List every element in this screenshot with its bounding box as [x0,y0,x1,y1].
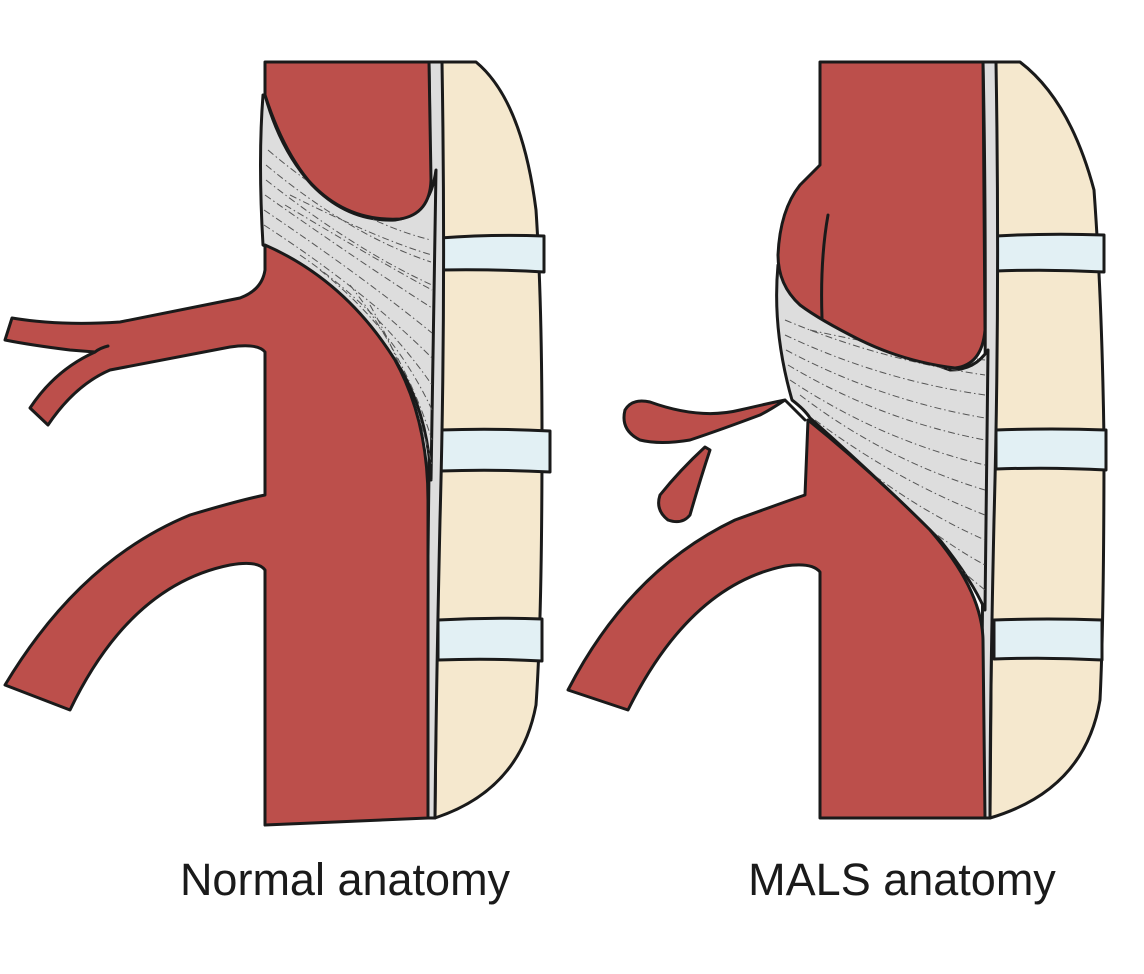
aorta [776,60,987,370]
ligament-fibers [263,149,433,466]
mals-anatomy-panel [566,60,1108,820]
normal-anatomy-panel [3,60,552,827]
mals-anatomy-caption: MALS anatomy [748,854,1056,905]
intervertebral-disc [438,233,546,274]
aorta [263,60,433,221]
intervertebral-disc [994,427,1108,472]
intervertebral-disc [994,232,1106,274]
celiac-bifurcation-edge [93,344,110,354]
intervertebral-disc [438,427,552,474]
aorta-fold [820,213,830,320]
aorta [3,243,430,827]
normal-anatomy-caption: Normal anatomy [180,854,511,905]
intervertebral-disc [436,616,544,663]
celiac-trunk [622,398,807,524]
intervertebral-disc [992,617,1104,662]
aorta [566,418,987,820]
